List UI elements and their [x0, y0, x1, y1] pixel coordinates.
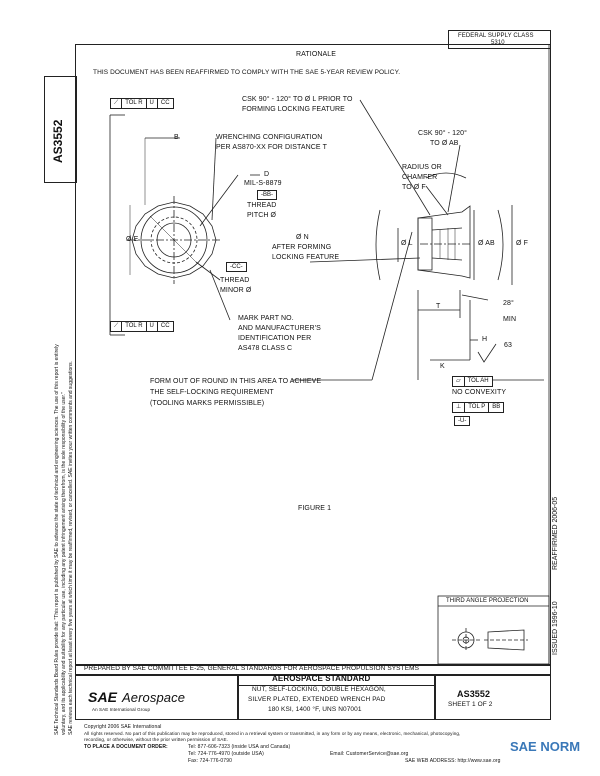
doc-number-cell — [434, 674, 551, 720]
fcf-perp-tol: TOL P — [465, 403, 490, 412]
fcf-bottom-perp-icon: ⟋ — [111, 322, 123, 331]
no-convexity-note: NO CONVEXITY — [452, 389, 507, 396]
fcf-flatness: ▱ TOL AH — [452, 376, 493, 387]
n-note-2: AFTER FORMING — [272, 244, 332, 251]
dim-d: D — [264, 171, 270, 178]
csk-right-note-1: CSK 90° - 120° — [418, 130, 468, 137]
prepared-by: PREPARED BY SAE COMMITTEE E-25, GENERAL … — [84, 665, 420, 672]
footer-order-label: TO PLACE A DOCUMENT ORDER: — [84, 744, 168, 750]
watermark-logo: SAE NORM — [510, 740, 580, 754]
mark-note-2: AND MANUFACTURER'S — [238, 325, 321, 332]
wrench-note-1: WRENCHING CONFIGURATION — [216, 134, 323, 141]
fcf-flatness-icon: ▱ — [453, 377, 465, 386]
footer-email: Email: CustomerService@sae.org — [330, 751, 409, 757]
footer-rights: All rights reserved. No part of this pub… — [84, 731, 461, 736]
radius-note-2: CHAMFER — [402, 174, 438, 181]
form-note-2: THE SELF-LOCKING REQUIREMENT — [150, 389, 274, 396]
desc-line-3: 180 KSI, 1400 °F, UNS N07001 — [268, 706, 362, 713]
dim-b: B — [174, 134, 179, 141]
minor-note-1: THREAD — [220, 277, 250, 284]
drawing-frame — [75, 44, 551, 666]
side-view-outline — [417, 205, 471, 279]
fcf-perpendicularity: ⊥ TOL P BB — [452, 402, 505, 413]
reaffirmed-date: REAFFIRMED 2006-05 — [552, 496, 559, 570]
footer-tel-1: Tel: 877-606-7323 (inside USA and Canada… — [188, 744, 291, 750]
logo-cell — [75, 674, 239, 720]
fcf-top-datum-2: CC — [160, 100, 170, 106]
footer-tel-2: Tel: 724-776-4970 (outside USA) — [188, 751, 264, 757]
projection-label: THIRD ANGLE PROJECTION — [446, 598, 529, 604]
figure-caption: FIGURE 1 — [298, 505, 332, 512]
datum-u: -U- — [454, 416, 471, 426]
datum-cc: -CC- — [226, 262, 247, 272]
fcf-top-tol: TOL R — [122, 99, 147, 108]
supply-class-line-1: FEDERAL SUPPLY CLASS — [458, 33, 534, 39]
radius-note-3: TO Ø F — [402, 184, 426, 191]
fcf-perp-datum: BB — [492, 404, 501, 410]
sheet-number: SHEET 1 OF 2 — [448, 701, 493, 708]
fcf-top-datum-1: U — [147, 99, 158, 108]
datum-bb: -BB- — [257, 190, 277, 200]
fcf-top-perp-icon: ⟋ — [111, 99, 123, 108]
surface-finish-value: 63 — [504, 342, 512, 349]
supply-class-line-2: 5310 — [491, 40, 505, 46]
dim-h: H — [482, 336, 488, 343]
n-note-3: LOCKING FEATURE — [272, 254, 340, 261]
watermark-text: SAE NORM — [510, 739, 581, 754]
logo-tagline: An SAE International Group — [92, 707, 151, 712]
csk-right-note-2: TO Ø AB — [430, 140, 459, 147]
logo-aerospace: Aerospace — [122, 690, 186, 705]
form-note-3: (TOOLING MARKS PERMISSIBLE) — [150, 400, 265, 407]
fcf-top: ⟋ TOL R U CC — [110, 98, 174, 109]
side-tab — [44, 76, 77, 183]
form-note-1: FORM OUT OF ROUND IN THIS AREA TO ACHIEV… — [150, 378, 322, 385]
supply-class-box — [448, 30, 551, 49]
wrench-note-2: PER AS870-XX FOR DISTANCE T — [216, 144, 327, 151]
dim-k: K — [440, 363, 445, 370]
fcf-bottom: ⟋ TOL R U CC — [110, 321, 174, 332]
logo-sae: SAE — [88, 689, 118, 705]
radius-note-1: RADIUS OR — [402, 164, 442, 171]
thread-note-2: PITCH Ø — [247, 212, 277, 219]
rationale-title: RATIONALE — [296, 51, 337, 58]
standard-title-cell — [237, 674, 436, 686]
prepared-by-cell — [75, 664, 551, 676]
footer-rights-2: recording, or otherwise, without the pri… — [84, 737, 229, 742]
fcf-bottom-datum-2: CC — [160, 323, 170, 329]
footer-web: SAE WEB ADDRESS: http://www.sae.org — [405, 758, 501, 764]
csk-top-note-2: FORMING LOCKING FEATURE — [242, 106, 345, 113]
thread-note-1: THREAD — [247, 202, 277, 209]
dim-e: Ø E — [126, 236, 139, 243]
rationale-text: THIS DOCUMENT HAS BEEN REAFFIRMED TO COM… — [93, 69, 401, 76]
desc-line-1: NUT, SELF-LOCKING, DOUBLE HEXAGON, — [252, 686, 386, 693]
title-doc-number: AS3552 — [457, 689, 491, 699]
footer-fax: Fax: 724-776-0790 — [188, 758, 232, 764]
n-note-1: Ø N — [296, 234, 309, 241]
dim-t: T — [436, 303, 441, 310]
mark-note-1: MARK PART NO. — [238, 315, 294, 322]
footer-copyright: Copyright 2006 SAE International — [84, 724, 162, 730]
dim-l: Ø L — [401, 240, 413, 247]
issued-date: ISSUED 1996-10 — [552, 601, 559, 655]
standard-title: AEROSPACE STANDARD — [272, 674, 371, 683]
csk-top-note-1: CSK 90° - 120° TO Ø L PRIOR TO — [242, 96, 353, 103]
dim-ab: Ø AB — [478, 240, 495, 247]
dim-28-deg: 28° — [503, 300, 514, 307]
fcf-flatness-tol: TOL AH — [467, 378, 489, 384]
dim-28-min: MIN — [503, 316, 517, 323]
minor-note-2: MINOR Ø — [220, 287, 252, 294]
fcf-bottom-tol: TOL R — [122, 322, 147, 331]
fcf-bottom-datum-1: U — [147, 322, 158, 331]
desc-line-2: SILVER PLATED, EXTENDED WRENCH PAD — [248, 696, 386, 703]
fcf-perp-icon: ⊥ — [453, 403, 466, 412]
mil-spec-note: MIL-S-8879 — [244, 180, 282, 187]
mark-note-3: IDENTIFICATION PER — [238, 335, 312, 342]
mark-note-4: AS478 CLASS C — [238, 345, 293, 352]
dim-f: Ø F — [516, 240, 528, 247]
